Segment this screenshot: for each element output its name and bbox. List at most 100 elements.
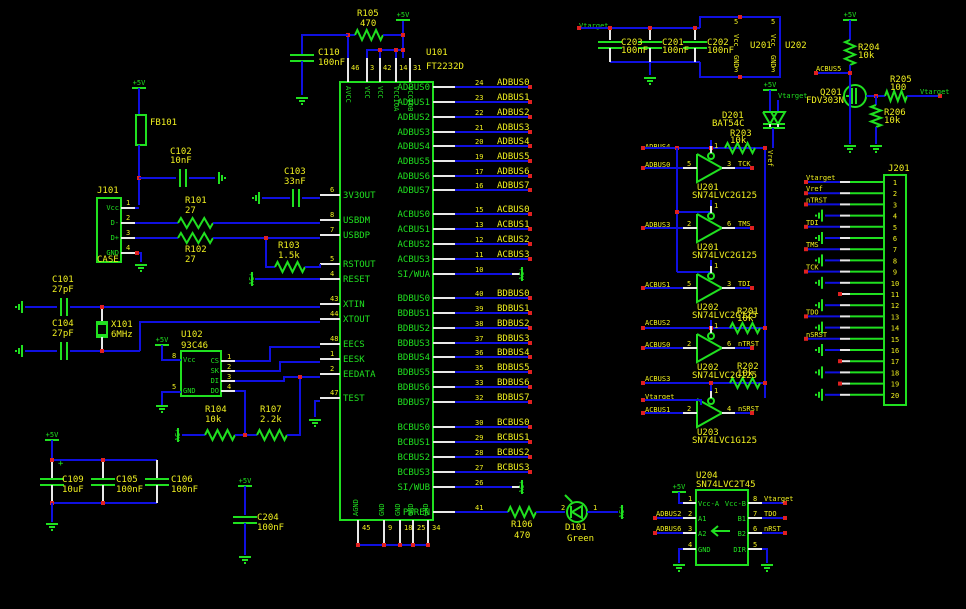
junction-dot xyxy=(750,346,754,350)
u101-pin-si-wub[interactable]: SI/WUB 26 xyxy=(397,479,483,493)
net-label: ACBUS1 xyxy=(645,281,670,289)
net-label: ACBUS1 xyxy=(645,406,670,414)
pin-number: 26 xyxy=(475,479,483,487)
pin-name: SI/WUA xyxy=(397,270,430,280)
wire xyxy=(161,391,181,405)
crystal-body xyxy=(96,323,108,336)
ground-symbol xyxy=(156,405,168,413)
j201-pin-17[interactable]: 17 xyxy=(838,358,899,366)
pin-number: 42 xyxy=(383,64,391,72)
wire xyxy=(366,49,404,58)
pin-number: 7 xyxy=(330,226,334,234)
j201-pin-11[interactable]: 11 xyxy=(838,291,899,299)
pin-number: 5 xyxy=(753,541,757,549)
junction-dot xyxy=(100,349,104,353)
pin-name: SI/WUB xyxy=(397,483,430,493)
usb-connector-section: +5VFB101C10210nFJ101Vcc1D-2D+3GND4CASER1… xyxy=(96,79,321,286)
j201-pin-8[interactable]: 8 xyxy=(815,254,897,267)
ground-symbol xyxy=(218,172,226,184)
j201-pin-18[interactable]: 18 xyxy=(815,366,899,379)
j201-pin-6[interactable]: 6 xyxy=(815,232,897,244)
wire xyxy=(301,34,348,55)
junction-dot xyxy=(394,48,398,52)
c102-ref: C102 xyxy=(170,147,192,157)
pin-name: GND xyxy=(422,503,430,516)
junction-dot xyxy=(528,257,532,261)
pin-name: ADBUS2 xyxy=(397,113,430,123)
net-label: TDI xyxy=(806,219,819,227)
j201-pin-16[interactable]: 16 xyxy=(815,344,899,356)
j201-pin-19[interactable]: 19 xyxy=(838,381,899,389)
j201-pin-12[interactable]: 12 xyxy=(815,299,899,312)
j101-case: CASE xyxy=(97,255,119,265)
ground-symbol xyxy=(135,264,147,272)
pin-number: 3 xyxy=(727,280,731,288)
net-label: ACBUS2 xyxy=(645,319,670,327)
pin-number: 30 xyxy=(475,419,483,427)
pin-number: 47 xyxy=(330,389,338,397)
net-label: Vtarget xyxy=(764,495,794,503)
pin-number: 36 xyxy=(475,349,483,357)
j201-pin-14[interactable]: 14 xyxy=(815,321,899,334)
u204-part: SN74LVC2T45 xyxy=(696,480,756,490)
net-label: nTRST xyxy=(738,340,760,348)
pin-name: Vcc-A xyxy=(698,500,720,508)
c103-ref: C103 xyxy=(284,167,306,177)
power-symbol-5v: +5V xyxy=(238,477,252,487)
junction-dot xyxy=(135,251,139,255)
power-symbol-5v: +5V xyxy=(247,272,255,286)
resistor-body xyxy=(884,88,908,104)
net-label: TMS xyxy=(806,241,819,249)
j201-pin-4[interactable]: 4 xyxy=(815,209,897,222)
resistor-body xyxy=(842,39,858,66)
pin-number: 4 xyxy=(688,541,692,549)
pin-number: 1 xyxy=(227,353,231,361)
led-triangle xyxy=(571,504,583,520)
pin-number: 6 xyxy=(753,525,757,533)
net-label: nTRST xyxy=(806,196,828,204)
u101-ref: U101 xyxy=(426,48,448,58)
pin-name: D+ xyxy=(111,234,119,242)
ground-symbol xyxy=(644,77,656,85)
junction-dot xyxy=(528,470,532,474)
pin-name: XTOUT xyxy=(343,315,371,325)
vtarget-label: Vtarget xyxy=(920,88,950,96)
j201-pin-10[interactable]: 10 xyxy=(815,276,899,289)
j201-pin-20[interactable]: 20 xyxy=(815,388,899,401)
pin-number: 12 xyxy=(891,302,899,310)
